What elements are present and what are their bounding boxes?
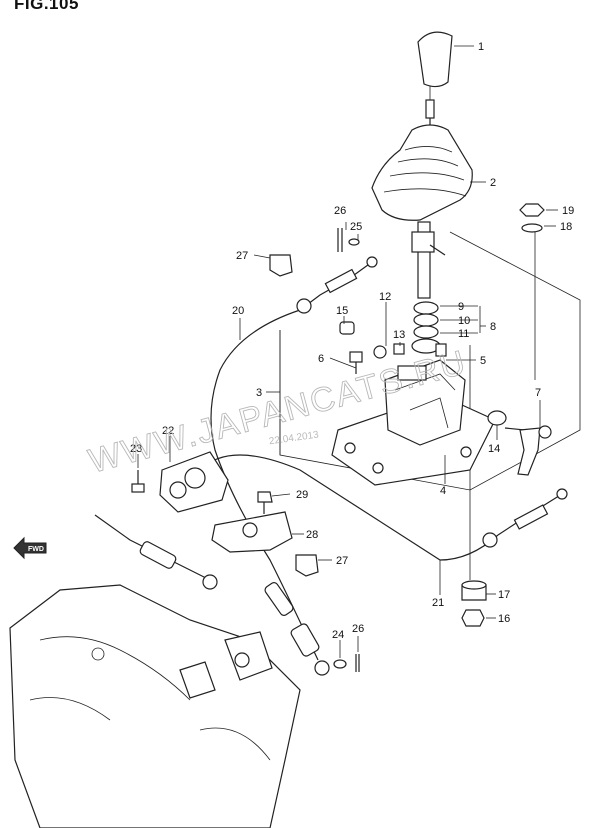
callout-11: 11 [458,328,469,340]
callout-17: 17 [498,589,510,601]
callout-21: 21 [432,597,444,609]
date-stamp: 22.04.2013 [268,429,320,447]
nut-washer [519,203,545,233]
cable-bracket [131,451,273,514]
callout-1: 1 [478,41,484,53]
clip-27-bottom [295,554,319,577]
callout-18: 18 [560,221,572,233]
transmission-housing [9,584,301,828]
figure-title: FIG.105 [14,0,79,13]
callout-22: 22 [162,425,174,437]
callout-5: 5 [480,355,486,367]
shift-boot [371,118,473,221]
shift-knob [417,31,453,119]
callout-16: 16 [498,613,510,625]
callout-20: 20 [232,305,244,317]
select-cable [199,454,568,561]
callout-29: 29 [296,489,308,501]
callout-14: 14 [488,443,500,455]
lower-cable-ends [94,514,330,676]
callout-27-top: 27 [236,250,248,262]
small-hardware [339,321,405,374]
bushing-nut [461,580,487,627]
callout-labels: 1 2 3 4 5 6 7 8 9 10 11 12 13 14 16 15 1… [130,41,574,641]
callout-13: 13 [393,329,405,341]
shift-cable [210,256,378,661]
bolt-5 [435,343,447,357]
clip-27-top [269,254,293,277]
callout-10: 10 [458,315,470,327]
retainer-plate [211,511,293,553]
callout-4: 4 [440,485,446,497]
leader-lines [137,45,558,658]
shifter-base [331,359,496,486]
callout-8: 8 [490,321,496,333]
pin-washer-bottom [333,654,360,672]
shift-lever [411,221,446,299]
callout-25: 25 [350,221,362,233]
callout-19: 19 [562,205,574,217]
callout-24: 24 [332,629,344,641]
callout-26-bottom: 26 [352,623,364,635]
callout-28: 28 [306,529,318,541]
fwd-label: FWD [28,546,44,553]
fwd-arrow: FWD [13,536,47,560]
callout-12: 12 [379,291,391,303]
callout-3: 3 [256,387,262,399]
callout-9: 9 [458,301,464,313]
pin-clip-top [337,228,360,252]
callout-27-bottom: 27 [336,555,348,567]
callout-7: 7 [535,387,541,399]
callout-23: 23 [130,443,142,455]
callout-6: 6 [318,353,324,365]
callout-15: 15 [336,305,348,317]
callout-2: 2 [490,177,496,189]
callout-26-top: 26 [334,205,346,217]
